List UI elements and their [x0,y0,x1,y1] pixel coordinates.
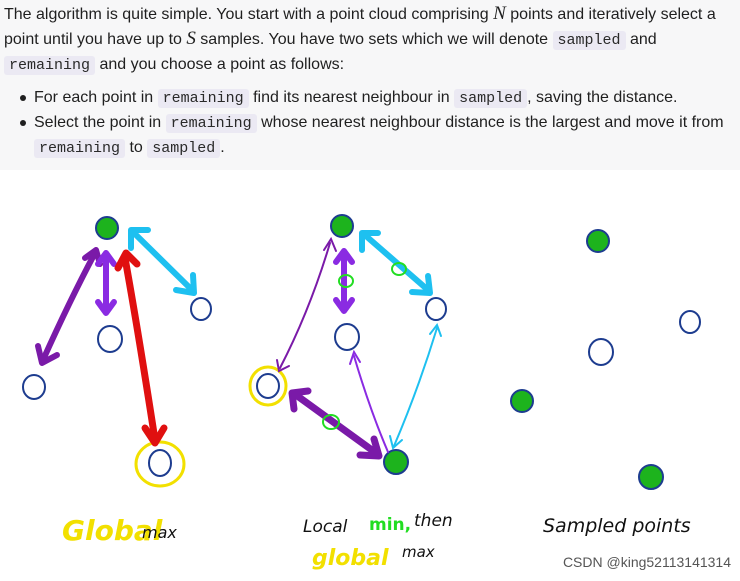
math-s: S [186,28,196,49]
remaining-point [679,310,701,334]
text-area: The algorithm is quite simple. You start… [0,0,740,170]
sampled-point [383,449,409,475]
sampled-point [330,214,354,238]
caption-global-max: Global max [62,514,177,547]
violet-arrow [95,250,117,316]
panel-global-max: Global max [22,216,212,547]
caption-local-min-global-max: Local min, then global max [303,511,453,571]
intro-paragraph: The algorithm is quite simple. You start… [4,2,734,78]
step2-text-b: whose nearest neighbour distance is the … [256,114,724,131]
caption-sampled-points: Sampled points [543,515,691,537]
panel-local-min-global-max: Local min, then global max [248,214,453,571]
remaining-point [97,325,123,353]
caption-min: min, [369,515,411,535]
local-min-marker [322,414,340,430]
sampled-point [95,216,119,240]
yellow-highlight [134,440,186,488]
caption-then: then [414,511,453,531]
step2-code-remaining: remaining [165,114,257,133]
remaining-point [190,297,212,321]
remaining-point-farthest [256,373,280,399]
cyan-arrow [128,227,197,296]
caption-global: Global [62,514,163,547]
sampled-point [586,229,610,253]
step1-text-c: , saving the distance. [527,89,678,106]
local-min-marker [391,262,407,276]
remaining-point-farthest [148,449,172,477]
step-item-1: For each point in remaining find its nea… [20,86,740,111]
caption-local: Local [303,517,348,537]
purple-thin-arrow [276,236,337,373]
cyan-thin-arrow [389,322,442,450]
caption-max: max [142,523,177,542]
intro-text-4: and [625,31,657,48]
step-list: For each point in remaining find its nea… [0,86,740,161]
remaining-point [425,297,447,321]
local-min-marker [338,274,354,288]
step2-text-a: Select the point in [34,114,166,131]
intro-text-3: samples. You have two sets which we will… [195,31,553,48]
yellow-highlight [248,365,288,407]
step1-code-sampled: sampled [454,89,528,108]
caption-global-2: global [312,546,389,571]
code-sampled: sampled [552,31,626,50]
step2-text-c: to [125,139,148,156]
remaining-point [22,374,46,400]
step2-text-d: . [220,139,225,156]
step1-code-remaining: remaining [157,89,249,108]
watermark: CSDN @king52113141314 [563,554,731,570]
purple-arrow [288,387,383,460]
remaining-point [334,323,360,351]
step2-code-remaining-2: remaining [34,139,126,158]
intro-text-5: and you choose a point as follows: [95,56,345,73]
math-n: N [493,3,506,24]
intro-text-2: points and iteratively select a point un… [4,6,716,48]
violet-thin-arrow [349,349,389,453]
step2-code-sampled: sampled [147,139,221,158]
red-arrow [114,249,168,447]
sampled-point [638,464,664,490]
purple-arrow [35,247,103,366]
panel-sampled-points: Sampled points [510,229,701,537]
step1-text-a: For each point in [34,89,158,106]
intro-text-1: The algorithm is quite simple. You start… [4,6,494,23]
code-remaining: remaining [4,56,96,75]
fps-illustration: Global max [22,214,731,571]
step-item-2: Select the point in remaining whose near… [20,111,740,161]
step1-text-b: find its nearest neighbour in [248,89,455,106]
sampled-point [510,389,534,413]
caption-max-2: max [402,543,435,561]
remaining-point [588,338,614,366]
violet-arrow [333,248,355,314]
